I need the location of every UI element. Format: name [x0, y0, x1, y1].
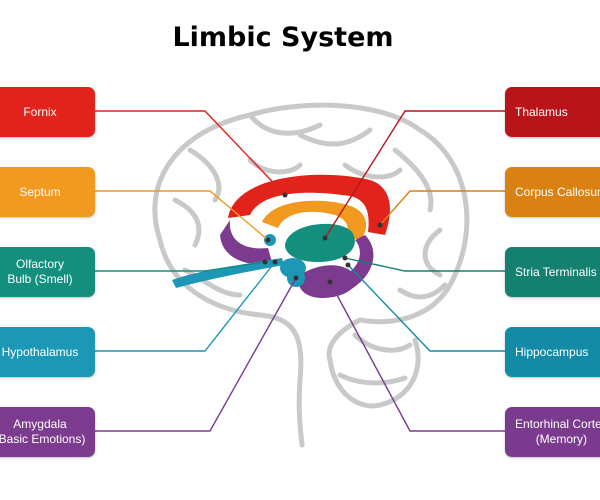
hippocampus-shape	[298, 265, 356, 298]
fornix-line	[95, 110, 286, 196]
limbic-structures	[172, 174, 390, 298]
hypothalamus-line	[95, 261, 276, 352]
label-fornix: Fornix	[0, 87, 95, 137]
entorhinal-line	[329, 281, 505, 432]
leader-dots	[262, 192, 383, 285]
septum-line	[95, 190, 269, 241]
olfactory-line	[95, 261, 266, 272]
amygdala-line	[95, 277, 297, 432]
hippocampus-line	[347, 264, 505, 352]
corpus-callosum-line	[379, 190, 505, 226]
leader-lines	[95, 110, 505, 432]
label-septum: Septum	[0, 167, 95, 217]
label-hippocampus: Hippocampus	[505, 327, 600, 377]
label-thalamus: Thalamus	[505, 87, 600, 137]
label-hypothalamus: Hypothalamus	[0, 327, 95, 377]
fornix-shape	[228, 174, 390, 235]
stria-line	[344, 257, 505, 272]
purple-arc-shape	[220, 220, 374, 295]
thalamus-line	[324, 110, 505, 239]
thalamus-shape	[285, 223, 355, 262]
diagram-title: Limbic System	[172, 22, 394, 53]
olfactory-bulb-shape	[172, 258, 284, 288]
label-olfactory-bulb: Olfactory Bulb (Smell)	[0, 247, 95, 297]
label-corpus-callosum: Corpus Callosum	[505, 167, 600, 217]
brain-outline	[152, 102, 470, 448]
label-stria-terminalis: Stria Terminalis	[505, 247, 600, 297]
corpus-callosum-shape	[262, 200, 367, 240]
label-entorhinal-cortex: Entorhinal Cortex (Memory)	[505, 407, 600, 457]
label-amygdala: Amygdala (Basic Emotions)	[0, 407, 95, 457]
